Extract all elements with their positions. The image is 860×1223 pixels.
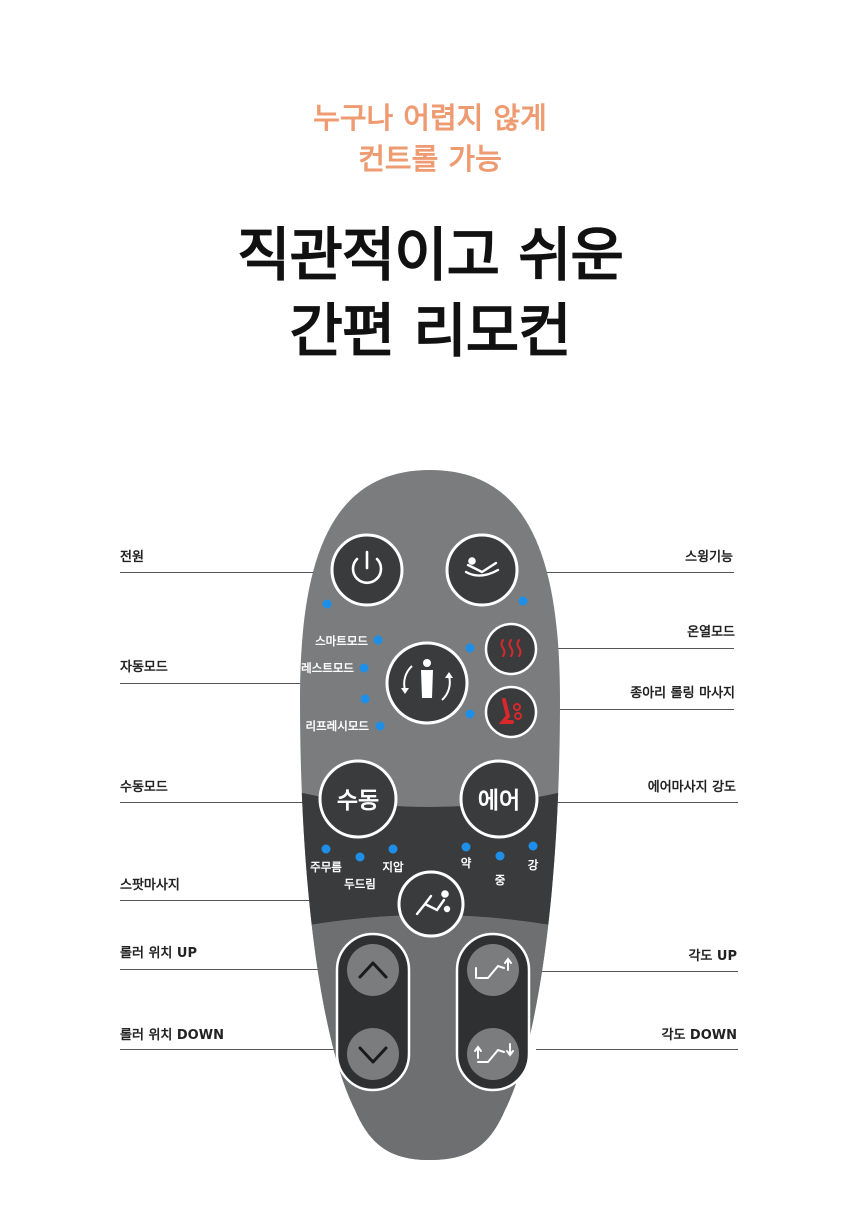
power-icon bbox=[351, 550, 383, 585]
tap-mode-led bbox=[355, 852, 365, 862]
auto-mode-extra-led bbox=[360, 694, 370, 704]
recline-down-icon bbox=[474, 1043, 514, 1063]
roller-down-button[interactable] bbox=[347, 1028, 399, 1080]
label-roller-up: 롤러 위치 UP bbox=[120, 946, 197, 961]
calf-rolling-button[interactable] bbox=[484, 685, 538, 739]
leader-line-heat bbox=[538, 648, 734, 649]
chevron-down-icon bbox=[358, 1046, 388, 1064]
leader-line-angle-up bbox=[536, 971, 738, 972]
heat-button[interactable] bbox=[484, 622, 538, 676]
auto-mode-icon bbox=[401, 659, 453, 701]
subtitle-line-1: 누구나 어렵지 않게 bbox=[313, 101, 547, 135]
air-button-label: 에어 bbox=[478, 788, 520, 814]
leader-line-manual bbox=[120, 802, 320, 803]
chevron-up-icon bbox=[358, 961, 388, 979]
label-auto-mode: 자동모드 bbox=[120, 660, 168, 675]
auto-mode-button[interactable] bbox=[385, 641, 469, 725]
swing-button[interactable] bbox=[445, 533, 519, 607]
refresh-mode-led bbox=[375, 721, 385, 731]
swing-indicator-led bbox=[518, 596, 528, 606]
label-manual-mode: 수동모드 bbox=[120, 780, 168, 795]
smart-mode-led bbox=[373, 635, 383, 645]
label-swing: 스윙기능 bbox=[685, 550, 733, 565]
indicator-leds bbox=[321, 596, 538, 862]
title-line-2: 간편 리모컨 bbox=[289, 297, 572, 365]
title-line-1: 직관적이고 쉬운 bbox=[237, 221, 624, 289]
label-calf-rolling: 종아리 롤링 마사지 bbox=[630, 686, 735, 701]
calf-massage-icon bbox=[498, 698, 522, 724]
leader-line-roller-down bbox=[120, 1049, 334, 1050]
air-weak-label: 약 bbox=[461, 856, 472, 870]
label-angle-down: 각도 DOWN bbox=[661, 1028, 737, 1043]
shiatsu-mode-led bbox=[388, 844, 398, 854]
angle-up-button[interactable] bbox=[467, 944, 519, 996]
air-medium-label: 중 bbox=[495, 873, 506, 887]
air-strong-led bbox=[528, 841, 538, 851]
spot-massage-button[interactable] bbox=[397, 870, 465, 938]
knead-mode-label: 주무름 bbox=[310, 860, 342, 874]
calf-indicator-led bbox=[465, 709, 475, 719]
heat-icon bbox=[500, 639, 522, 657]
leader-line-auto bbox=[120, 683, 388, 684]
power-button[interactable] bbox=[330, 533, 404, 607]
leader-line-swing bbox=[518, 572, 734, 573]
label-angle-up: 각도 UP bbox=[688, 949, 737, 964]
power-indicator-led bbox=[322, 599, 332, 609]
swing-icon bbox=[464, 557, 500, 577]
angle-down-button[interactable] bbox=[467, 1028, 519, 1080]
leader-line-roller-up bbox=[120, 969, 334, 970]
air-weak-led bbox=[461, 842, 471, 852]
manual-button-label: 수동 bbox=[337, 788, 379, 814]
knead-mode-led bbox=[321, 844, 331, 854]
leader-line-air bbox=[538, 802, 738, 803]
leader-line-power bbox=[120, 572, 332, 573]
label-roller-down: 롤러 위치 DOWN bbox=[120, 1028, 224, 1043]
shiatsu-mode-label: 지압 bbox=[382, 860, 404, 874]
heat-indicator-led bbox=[465, 643, 475, 653]
air-strong-label: 강 bbox=[528, 858, 539, 872]
roller-up-button[interactable] bbox=[347, 944, 399, 996]
tap-mode-label: 두드림 bbox=[344, 877, 376, 891]
rest-mode-label: 레스트모드 bbox=[301, 661, 354, 675]
remote-lower-panel bbox=[300, 915, 560, 1160]
smart-mode-label: 스마트모드 bbox=[315, 634, 368, 648]
leader-line-angle-down bbox=[536, 1049, 738, 1050]
manual-mode-button[interactable]: 수동 bbox=[318, 759, 398, 839]
subtitle-line-2: 컨트롤 가능 bbox=[358, 142, 502, 176]
air-medium-led bbox=[495, 851, 505, 861]
recline-up-icon bbox=[475, 957, 512, 979]
refresh-mode-label: 리프레시모드 bbox=[306, 719, 370, 733]
leader-line-spot bbox=[120, 900, 400, 901]
label-heat-mode: 온열모드 bbox=[687, 625, 735, 640]
spot-massage-icon bbox=[415, 890, 451, 916]
label-air-intensity: 에어마사지 강도 bbox=[647, 780, 736, 795]
remote-body bbox=[300, 470, 560, 1160]
leader-line-calf bbox=[538, 709, 734, 710]
label-spot-massage: 스팟마사지 bbox=[120, 878, 180, 893]
rest-mode-led bbox=[359, 663, 369, 673]
label-power: 전원 bbox=[120, 550, 144, 565]
air-intensity-button[interactable]: 에어 bbox=[459, 759, 539, 839]
